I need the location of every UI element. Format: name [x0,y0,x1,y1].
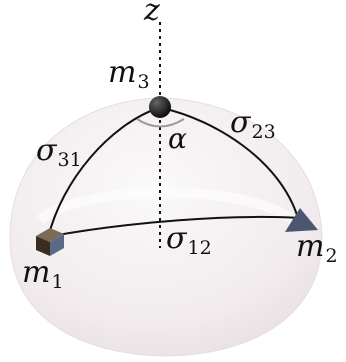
sigma31-label: σ31 [36,133,82,171]
m1-label: m1 [22,255,64,293]
sigma23-label: σ23 [230,105,276,143]
z-axis-label: z [143,0,160,28]
sigma12-label: σ12 [166,221,212,259]
hemisphere-surface [9,97,323,357]
m3-label: m3 [108,55,150,93]
arc-sigma12 [51,215,301,237]
m2-triangle [285,208,318,232]
hemisphere-inner-rim [36,187,304,229]
alpha-label: α [168,122,187,155]
m3-sphere [149,96,171,118]
m1-cube [36,228,64,256]
arc-sigma23 [161,107,299,219]
arc-sigma31 [47,107,159,239]
m2-label: m2 [296,229,338,267]
angle-alpha-arc [136,118,185,128]
